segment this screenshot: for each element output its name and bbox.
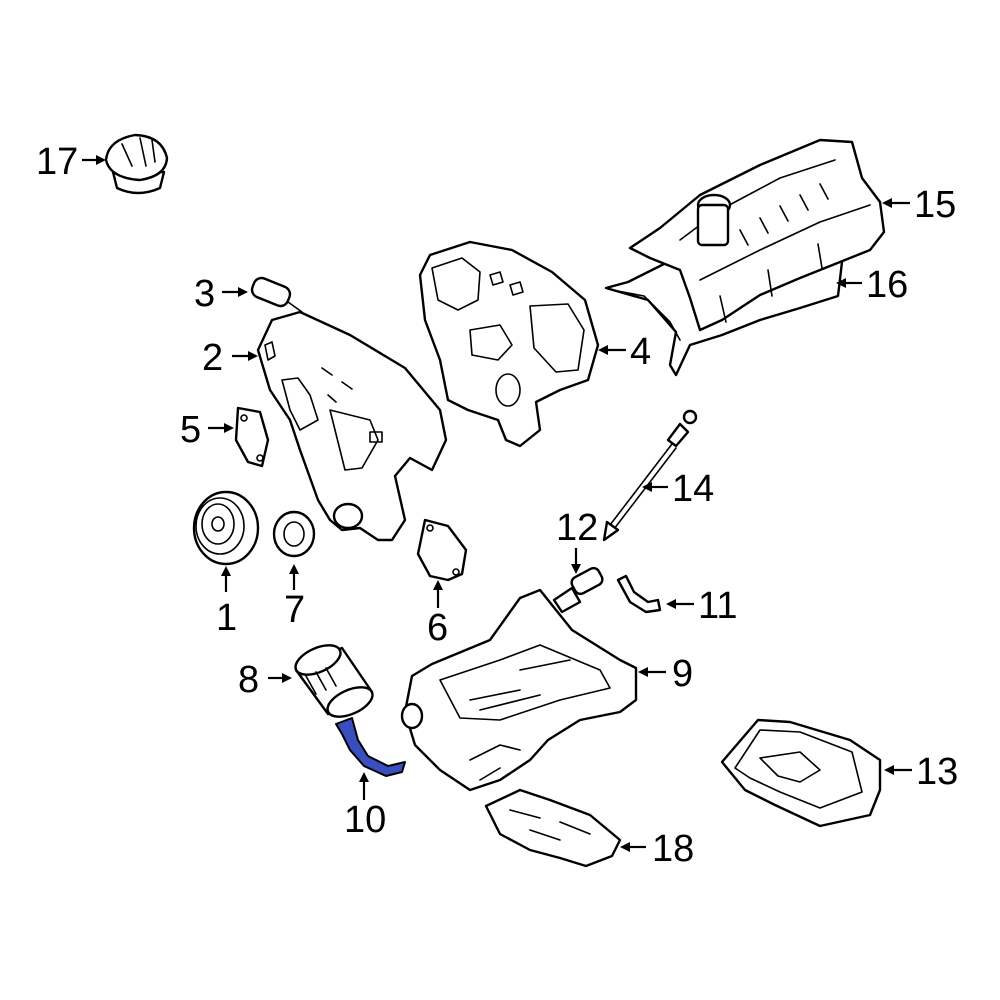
callout-3[interactable]: 3: [194, 273, 215, 315]
callout-13[interactable]: 13: [916, 751, 958, 793]
callout-9[interactable]: 9: [672, 653, 693, 695]
part-10-oil-pan-baffle[interactable]: [335, 717, 406, 777]
callout-8[interactable]: 8: [238, 659, 259, 701]
part-4-rear-timing-cover[interactable]: [418, 240, 600, 448]
part-1-crankshaft-pulley[interactable]: [192, 490, 260, 566]
callout-2[interactable]: 2: [202, 337, 223, 379]
callout-4[interactable]: 4: [630, 331, 651, 373]
part-2-timing-cover[interactable]: [256, 310, 448, 542]
part-11-bracket[interactable]: [616, 574, 662, 614]
part-12-oil-pressure-sensor[interactable]: [552, 566, 604, 614]
callout-12[interactable]: 12: [556, 507, 598, 549]
callout-6[interactable]: 6: [427, 607, 448, 649]
callout-16[interactable]: 16: [866, 264, 908, 306]
part-6-gasket[interactable]: [416, 518, 468, 582]
leader-lines: [82, 155, 912, 852]
part-3-sensor[interactable]: [250, 276, 303, 313]
callout-7[interactable]: 7: [284, 589, 305, 631]
callout-10[interactable]: 10: [344, 799, 386, 841]
part-18-gasket[interactable]: [484, 788, 622, 868]
callout-15[interactable]: 15: [914, 184, 956, 226]
highlighted-part: [335, 717, 406, 777]
callout-11[interactable]: 11: [698, 585, 737, 627]
part-15-valve-cover[interactable]: [628, 138, 886, 332]
callout-18[interactable]: 18: [652, 828, 694, 870]
part-9-upper-oil-pan[interactable]: [400, 588, 638, 792]
part-7-front-seal[interactable]: [272, 510, 316, 558]
part-8-oil-filter[interactable]: [291, 639, 377, 722]
callout-1[interactable]: 1: [216, 597, 237, 639]
callout-17[interactable]: 17: [36, 141, 78, 183]
callout-14[interactable]: 14: [672, 468, 714, 510]
part-5-gasket[interactable]: [234, 406, 270, 468]
part-13-lower-oil-pan[interactable]: [720, 718, 882, 828]
callout-labels: 17 3 2 5 4 15 16 14 12 11 9 13 18 8 1 7 …: [36, 141, 958, 870]
callout-5[interactable]: 5: [180, 409, 201, 451]
part-17-oil-filler-cap[interactable]: [104, 133, 169, 195]
